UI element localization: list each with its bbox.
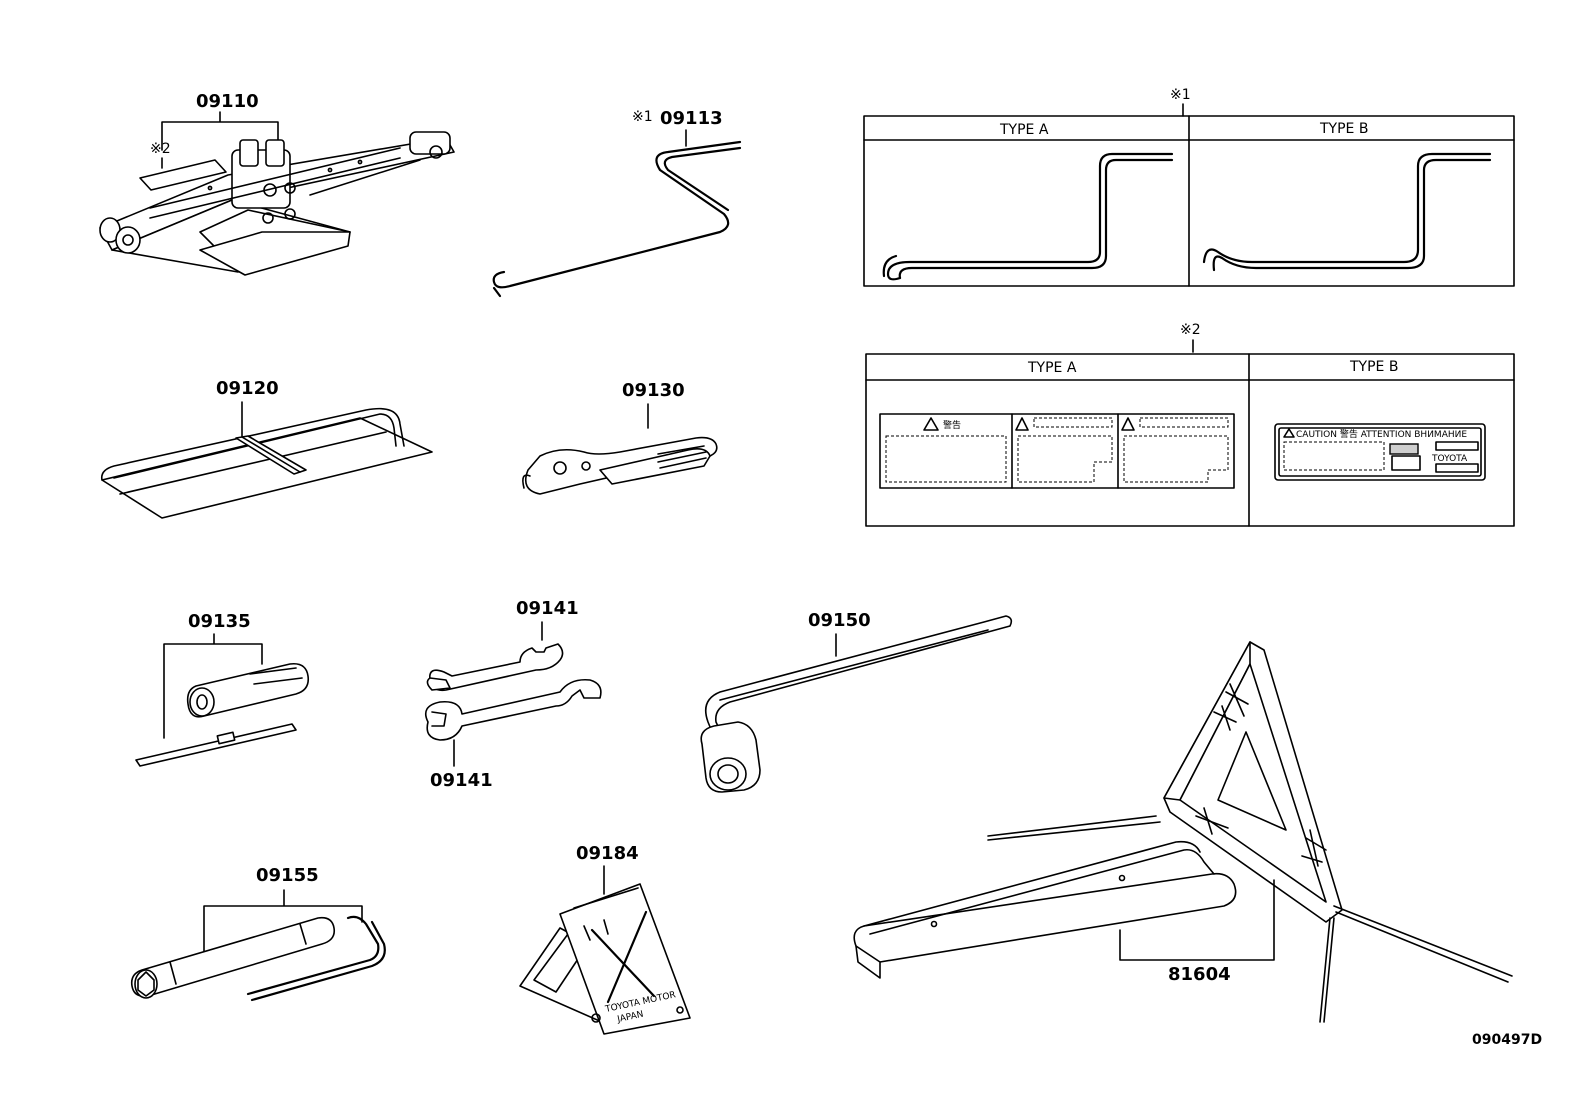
label-a-warn-text: 警告 [943,419,961,431]
label-b-brand-text: TOYOTA [1431,454,1468,464]
part-number-jack: 09110 [196,91,259,112]
warning-label-type-a: 警告 [879,413,1235,489]
wrench-lower[interactable]: 09141 [424,678,602,791]
label-b-header-text: CAUTION 警告 ATTENTION ВНИМАНИЕ [1296,428,1467,440]
note-1-mark: ※1 [632,109,653,125]
panel-2-type-b-label: TYPE B [1349,359,1398,375]
panel-2-type-a-label: TYPE A [1027,360,1077,376]
part-number-plug-wrench: 09155 [256,865,319,886]
lug-wrench[interactable]: 09150 [700,610,1013,793]
panel-1-mark: ※1 [1170,87,1191,103]
plug-wrench[interactable]: 09155 [130,865,386,1002]
part-number-lug-wrench: 09150 [808,610,871,631]
panel-note-2: ※2 TYPE A TYPE B 警告 CAUTION 警告 ATTENTION… [865,322,1515,527]
part-number-screwdriver: 09135 [188,611,251,632]
screwdriver[interactable]: 09135 [135,611,310,767]
jack-handle[interactable]: ※1 09113 [492,108,742,298]
part-number-wrench-lower: 09141 [430,770,493,791]
panel-1-type-a-label: TYPE A [999,122,1049,138]
part-number-pliers: 09130 [622,380,685,401]
part-number-wrench-upper: 09141 [516,598,579,619]
part-number-stand: 09184 [576,843,639,864]
scissor-jack[interactable]: 09110 ※2 [99,91,455,276]
figure-code: 090497D [1472,1032,1542,1048]
part-number-triangle: 81604 [1168,964,1231,985]
panel-2-mark: ※2 [1180,322,1201,338]
wrench-upper[interactable]: 09141 [426,598,579,692]
warning-label-type-b: CAUTION 警告 ATTENTION ВНИМАНИЕ TOYOTA [1274,423,1486,481]
part-number-tool-bag: 09120 [216,378,279,399]
tool-bag[interactable]: 09120 [100,378,433,519]
panel-1-type-b-label: TYPE B [1319,121,1368,137]
jack-handle-type-a [882,152,1174,281]
jack-handle-type-b [1202,152,1492,272]
note-2-mark: ※2 [150,141,171,157]
part-number-jack-handle: 09113 [660,108,723,129]
pliers[interactable]: 09130 [522,380,718,495]
panel-note-1: ※1 TYPE A TYPE B [863,87,1515,287]
warning-triangle[interactable]: 81604 [853,641,1513,1023]
wheel-chock-stand[interactable]: 09184 TOYOTA MOTOR JAPAN [519,843,691,1035]
